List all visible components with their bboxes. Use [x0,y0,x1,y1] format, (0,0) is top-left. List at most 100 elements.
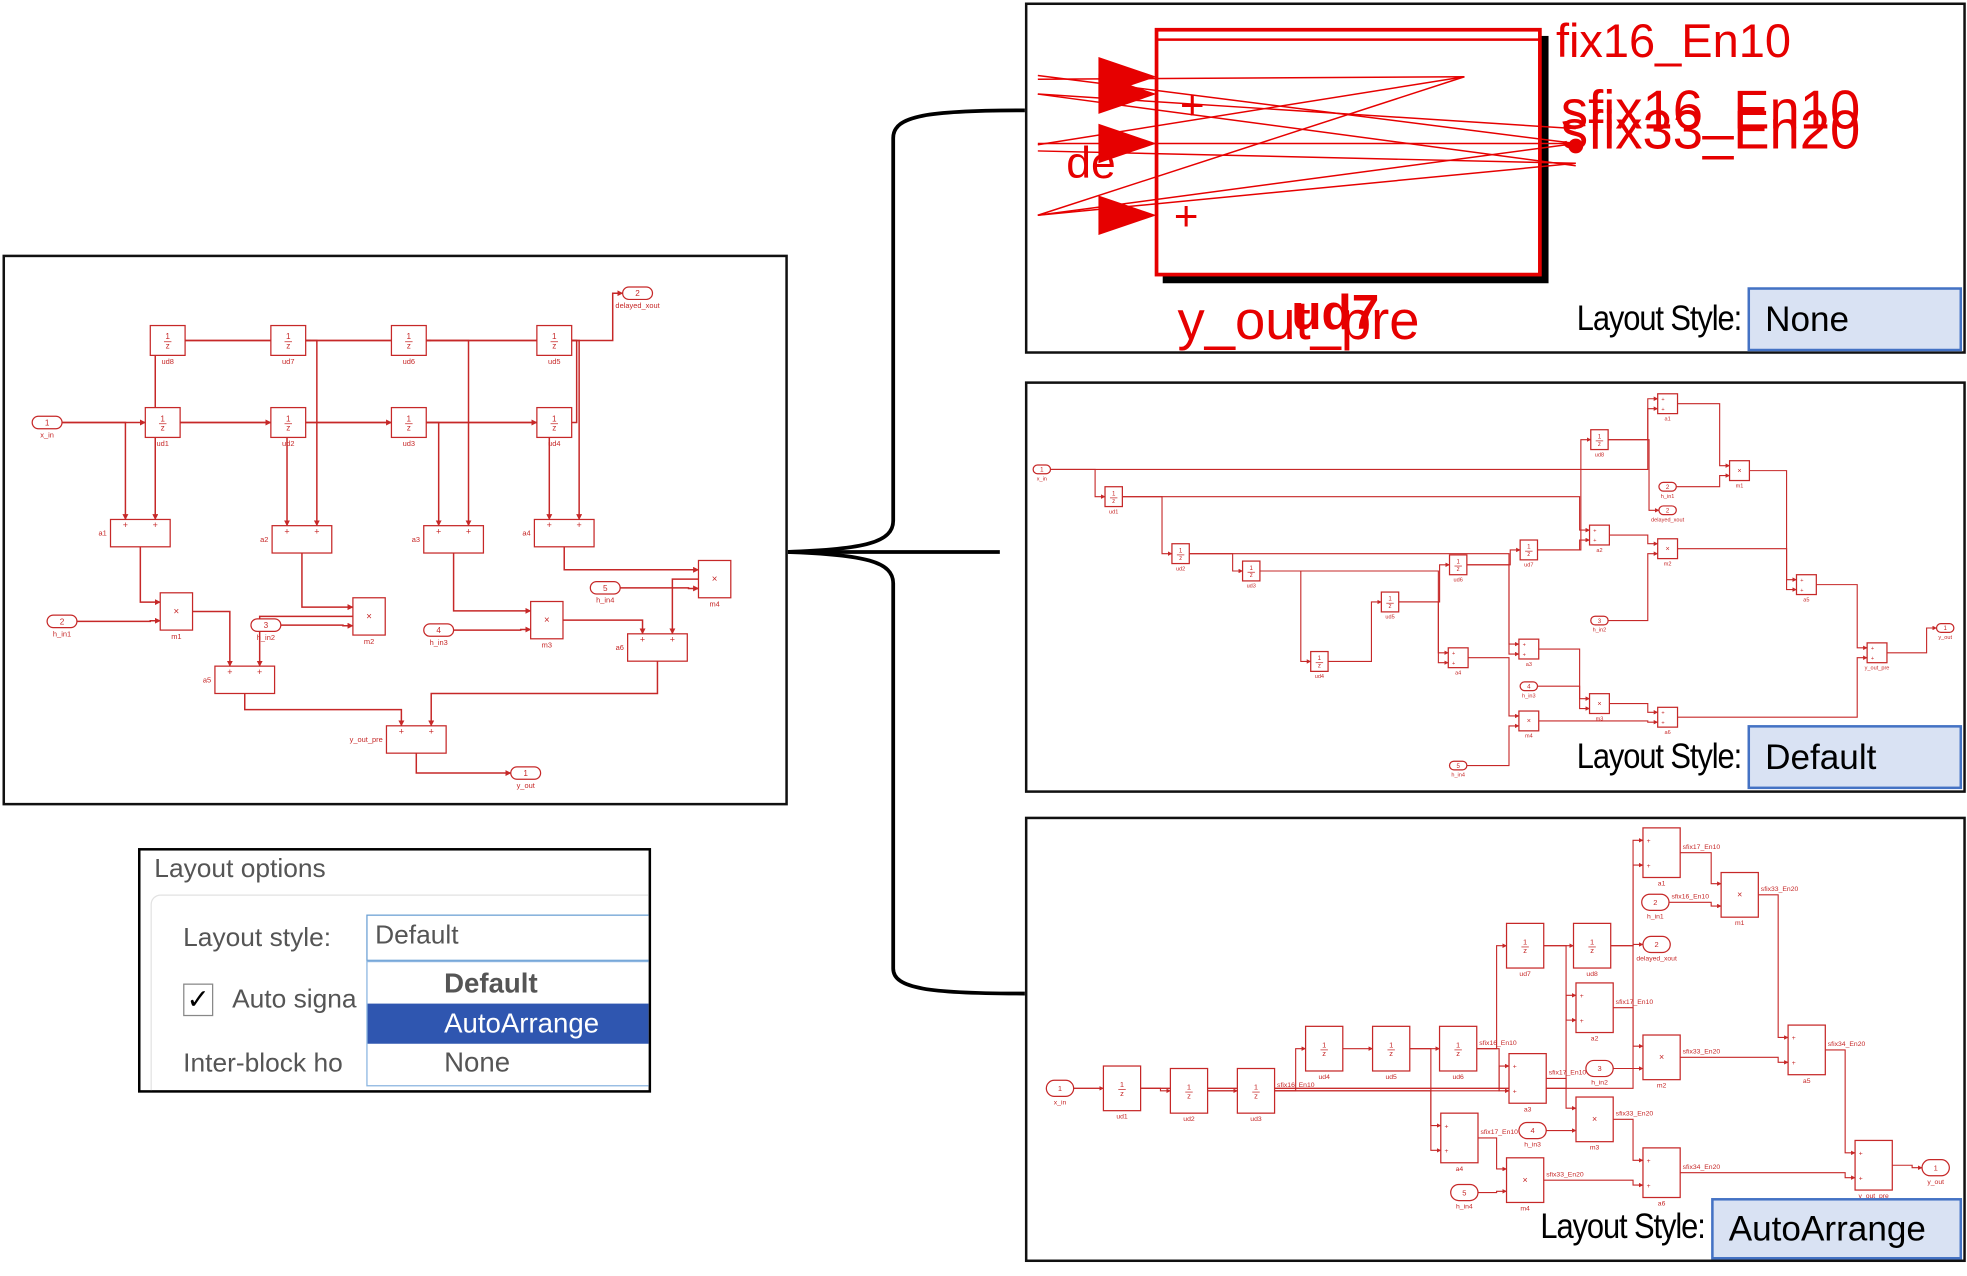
plus-sign: + [1792,1060,1796,1067]
outport-shape [622,286,654,301]
block-label: h_in4 [596,596,614,605]
block-label: y_out_pre [1178,290,1420,351]
delay-numerator: 1 [1179,547,1183,554]
block-h_in3: 4h_in3 [1518,1121,1547,1149]
plus-sign: + [1800,588,1803,594]
delay-denominator: z [1523,946,1527,955]
sum-block [1657,393,1679,415]
block-h_in4: 5h_in4 [1448,760,1468,779]
plus-sign: + [1871,656,1874,662]
delay-denominator: z [1590,946,1594,955]
port-number: 3 [1598,618,1602,625]
block-label: a5 [1803,1078,1811,1085]
block-label: h_in2 [257,633,275,642]
block-a4: ++a4 [522,518,595,548]
plus-sign: + [547,520,552,530]
auto-signal-checkbox[interactable]: ✓ [183,983,214,1017]
signal-type-label: sfix17_En10 [1616,999,1654,1006]
delay-denominator: z [1318,663,1321,670]
inport-shape [1045,1079,1075,1098]
plus-sign: + [399,727,404,737]
block-h_in2: 3h_in2 [1585,1059,1614,1087]
signal-line [1608,406,1659,441]
layout-style-label-none: Layout Style: [1576,298,1742,338]
delay-numerator: 1 [1456,1040,1460,1049]
outport-shape [1658,505,1677,516]
plus-sign: + [1523,642,1526,648]
sum-block [1575,982,1614,1034]
block-label: m1 [171,632,181,641]
signal-line [1037,76,1465,216]
block-label: ud4 [1319,1074,1331,1081]
inport-shape [1450,1183,1479,1202]
delay-numerator: 1 [160,414,165,423]
block-label: m2 [1664,561,1672,567]
outport-shape [1921,1159,1950,1177]
option-default[interactable]: Default [444,967,538,999]
block-label: delayed_xout [615,301,660,310]
block-a2: ++a2 [1575,982,1614,1043]
block-h_in2: 3h_in2 [1590,615,1609,634]
block-label: a3 [412,535,420,544]
delay-numerator: 1 [1456,559,1460,566]
signal-line [1476,1048,1510,1094]
block-m3: ×m3 [1575,1096,1614,1152]
sum-block [1588,524,1610,546]
inport-shape [1590,615,1609,626]
delay-block [270,324,307,356]
product-block [159,592,194,631]
option-autoarrange[interactable]: AutoArrange [367,1003,649,1044]
layout-style-select[interactable]: Default [366,914,649,961]
plus-sign: + [1647,1183,1651,1190]
delay-block [536,324,573,356]
input-arrow [1098,74,1157,114]
port-number: 2 [1653,898,1657,907]
block-label: ud1 [157,439,169,448]
signal-line [1537,537,1590,551]
block-label: x_in [1037,477,1047,483]
product-sign: × [174,606,180,617]
plus-sign: + [1859,1175,1863,1182]
plus-sign: + [1580,1018,1584,1025]
block-m1: × m1 [159,592,194,641]
option-none[interactable]: None [444,1046,511,1078]
signal-line [1537,437,1592,551]
signal-line [244,693,405,727]
layout-none-diagram: fix16_En10sfix16_En10sfix33_En20de++y_ou… [1037,14,1860,351]
plus-sign: + [1593,538,1596,544]
block-label: de [1066,139,1116,188]
block-label: ud8 [161,357,173,366]
signal-line [571,339,583,521]
block-y_out_pre: ++y_out_pre [1854,1139,1893,1200]
block-label: y_out_pre [1859,1193,1890,1200]
signal-line [1749,470,1797,582]
block-h_in4: 5h_in4 [1450,1183,1479,1211]
plus-sign: + [257,667,262,677]
delay-block [1572,922,1612,969]
signal-line [1259,570,1449,656]
plus-sign: + [1792,1035,1796,1042]
port-number: 4 [1530,1126,1534,1135]
block-label: h_in1 [1647,913,1664,920]
layout-autoarrange-diagram: 1x_in1zud11zud21zud31zud41zud51zud61zud7… [1045,827,1950,1213]
block-label: a6 [1665,730,1671,736]
block-label: y_out_pre [350,735,383,744]
signal-line [452,553,532,614]
block-label: x_in [40,430,54,439]
signal-line [1466,547,1521,566]
block-label: ud1 [1116,1114,1128,1121]
block-m2: ×m2 [1642,1034,1681,1090]
block-label: m4 [1520,1206,1530,1213]
inport-shape [46,614,78,629]
block-label: a3 [1526,662,1532,668]
plus-sign: + [314,526,319,536]
delay-numerator: 1 [1250,565,1254,572]
sum-block [1854,1139,1893,1191]
signal-line [192,610,233,667]
plus-sign: + [1661,397,1664,403]
